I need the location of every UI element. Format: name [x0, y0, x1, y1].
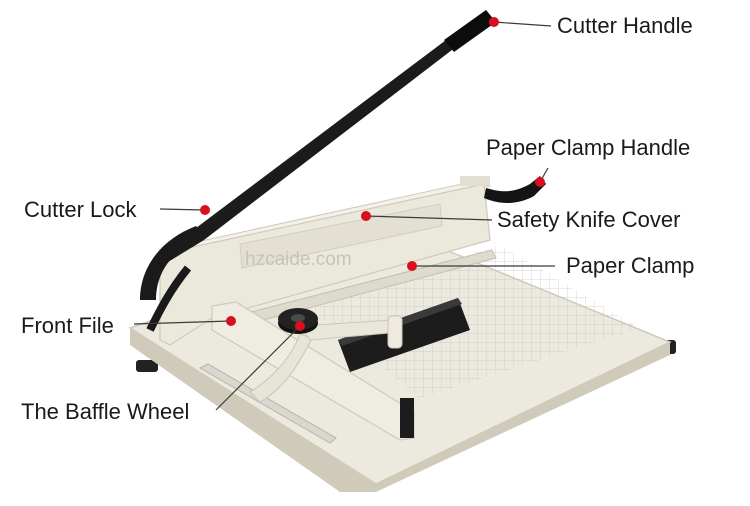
pointer-cutter-lock: [159, 208, 206, 211]
label-cutter-lock: Cutter Lock: [24, 197, 137, 222]
marker-dots: [200, 17, 545, 331]
pointer-cutter-handle: [493, 21, 552, 27]
marker-cutter-handle: [489, 17, 499, 27]
cutter-handle-grip[interactable]: [444, 10, 496, 52]
foot-left: [136, 360, 158, 372]
label-front-file: Front File: [21, 313, 114, 338]
paper-clamp-handle[interactable]: [484, 176, 546, 203]
watermark: hzcaide.com: [245, 249, 352, 270]
marker-baffle-wheel: [295, 321, 305, 331]
pointer-safety-knife-cover: [365, 215, 493, 221]
marker-front-file: [226, 316, 236, 326]
cutter-handle-shaft[interactable]: [168, 22, 478, 262]
label-paper-clamp: Paper Clamp: [566, 253, 695, 278]
pointer-baffle-wheel: [215, 325, 301, 411]
label-safety-knife-cover: Safety Knife Cover: [497, 207, 681, 232]
baffle-arm: [249, 333, 313, 403]
label-cutter-handle: Cutter Handle: [557, 13, 693, 38]
marker-safety-knife-cover: [361, 211, 371, 221]
pointer-front-file: [133, 320, 232, 325]
label-baffle-wheel: The Baffle Wheel: [21, 399, 190, 424]
front-ruler: [198, 363, 337, 444]
label-paper-clamp-handle: Paper Clamp Handle: [486, 135, 691, 160]
baffle-post: [387, 315, 403, 349]
marker-paper-clamp: [407, 261, 417, 271]
marker-paper-clamp-handle: [535, 177, 545, 187]
knife-cover-window: [239, 203, 443, 269]
front-file-end: [400, 398, 414, 438]
back-gauge: [338, 298, 470, 372]
paper-cutter: hzcaide.com: [128, 10, 676, 492]
lever-link: [146, 265, 192, 332]
knife-cover-end: [460, 176, 490, 186]
marker-cutter-lock: [200, 205, 210, 215]
